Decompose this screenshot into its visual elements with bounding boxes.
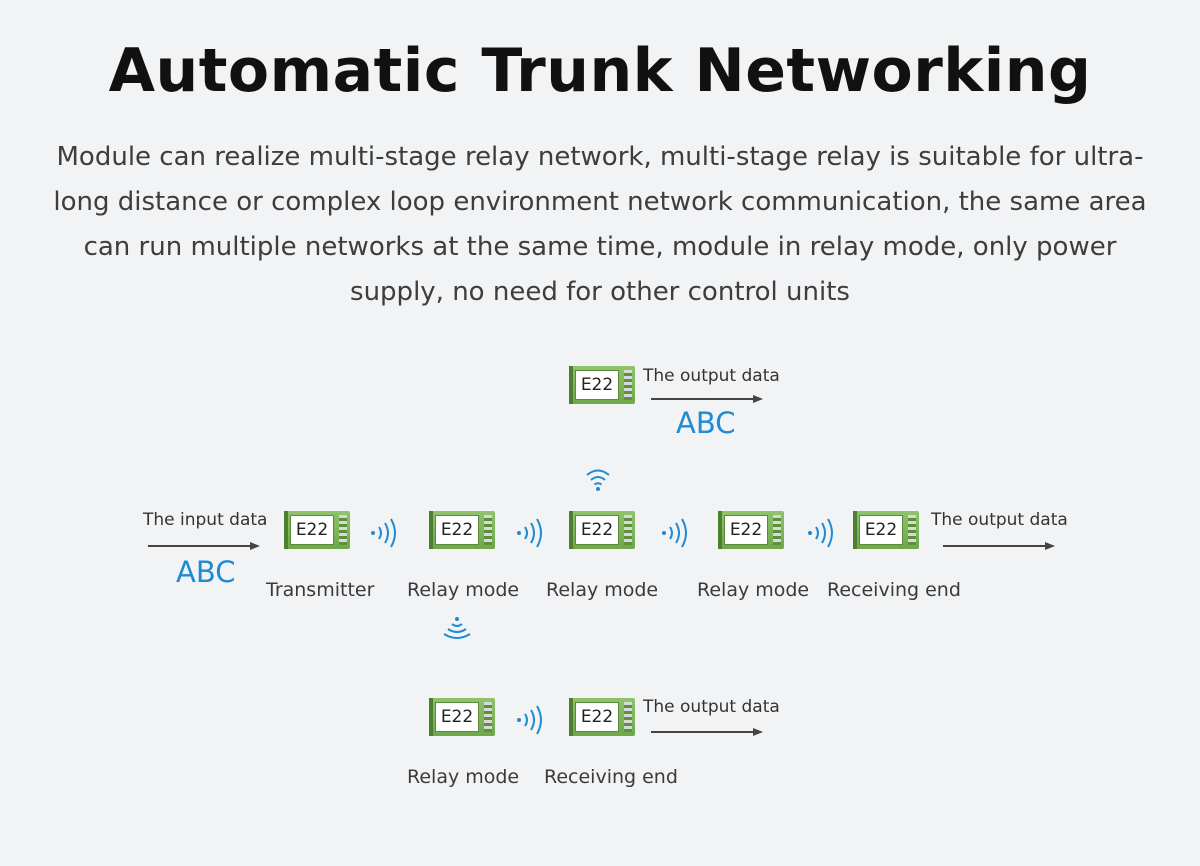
role-label-receiver: Receiving end bbox=[827, 579, 961, 601]
role-label-relay-1: Relay mode bbox=[407, 579, 520, 601]
output-arrow-main bbox=[943, 542, 1055, 550]
signal-wave-icon bbox=[662, 518, 687, 548]
role-label-relay-3: Relay mode bbox=[697, 579, 810, 601]
output-label-main: The output data bbox=[931, 510, 1068, 530]
e22-module-transmitter: E22 bbox=[284, 511, 350, 549]
signal-wave-icon bbox=[808, 518, 833, 548]
module-label: E22 bbox=[575, 702, 619, 732]
e22-module-relay-1: E22 bbox=[429, 511, 495, 549]
output-arrow-top bbox=[651, 395, 763, 403]
input-arrow bbox=[148, 542, 260, 550]
module-label: E22 bbox=[435, 702, 479, 732]
page-title: Automatic Trunk Networking bbox=[108, 36, 1092, 106]
wifi-icon bbox=[586, 469, 610, 491]
role-label-bottom-relay: Relay mode bbox=[407, 766, 520, 788]
signal-down-icon bbox=[443, 617, 471, 639]
role-label-bottom-receiver: Receiving end bbox=[544, 766, 678, 788]
output-label-bottom: The output data bbox=[643, 697, 780, 717]
input-label: The input data bbox=[143, 510, 268, 530]
signal-wave-icon bbox=[517, 705, 542, 735]
output-arrow-bottom bbox=[651, 728, 763, 736]
output-label-top: The output data bbox=[643, 366, 780, 386]
module-label: E22 bbox=[724, 515, 768, 545]
page-description: Module can realize multi-stage relay net… bbox=[53, 142, 1147, 307]
module-label: E22 bbox=[575, 370, 619, 400]
e22-module-bottom-relay: E22 bbox=[429, 698, 495, 736]
module-label: E22 bbox=[859, 515, 903, 545]
input-value: ABC bbox=[176, 555, 236, 589]
module-label: E22 bbox=[435, 515, 479, 545]
e22-module-relay-3: E22 bbox=[718, 511, 784, 549]
e22-module-top-output: E22 bbox=[569, 366, 635, 404]
module-label: E22 bbox=[290, 515, 334, 545]
module-label: E22 bbox=[575, 515, 619, 545]
e22-module-relay-2: E22 bbox=[569, 511, 635, 549]
role-label-transmitter: Transmitter bbox=[266, 579, 375, 601]
e22-module-receiver: E22 bbox=[853, 511, 919, 549]
e22-module-bottom-receiver: E22 bbox=[569, 698, 635, 736]
signal-wave-icon bbox=[371, 518, 396, 548]
role-label-relay-2: Relay mode bbox=[546, 579, 659, 601]
signal-wave-icon bbox=[517, 518, 542, 548]
output-value-top: ABC bbox=[676, 406, 736, 440]
